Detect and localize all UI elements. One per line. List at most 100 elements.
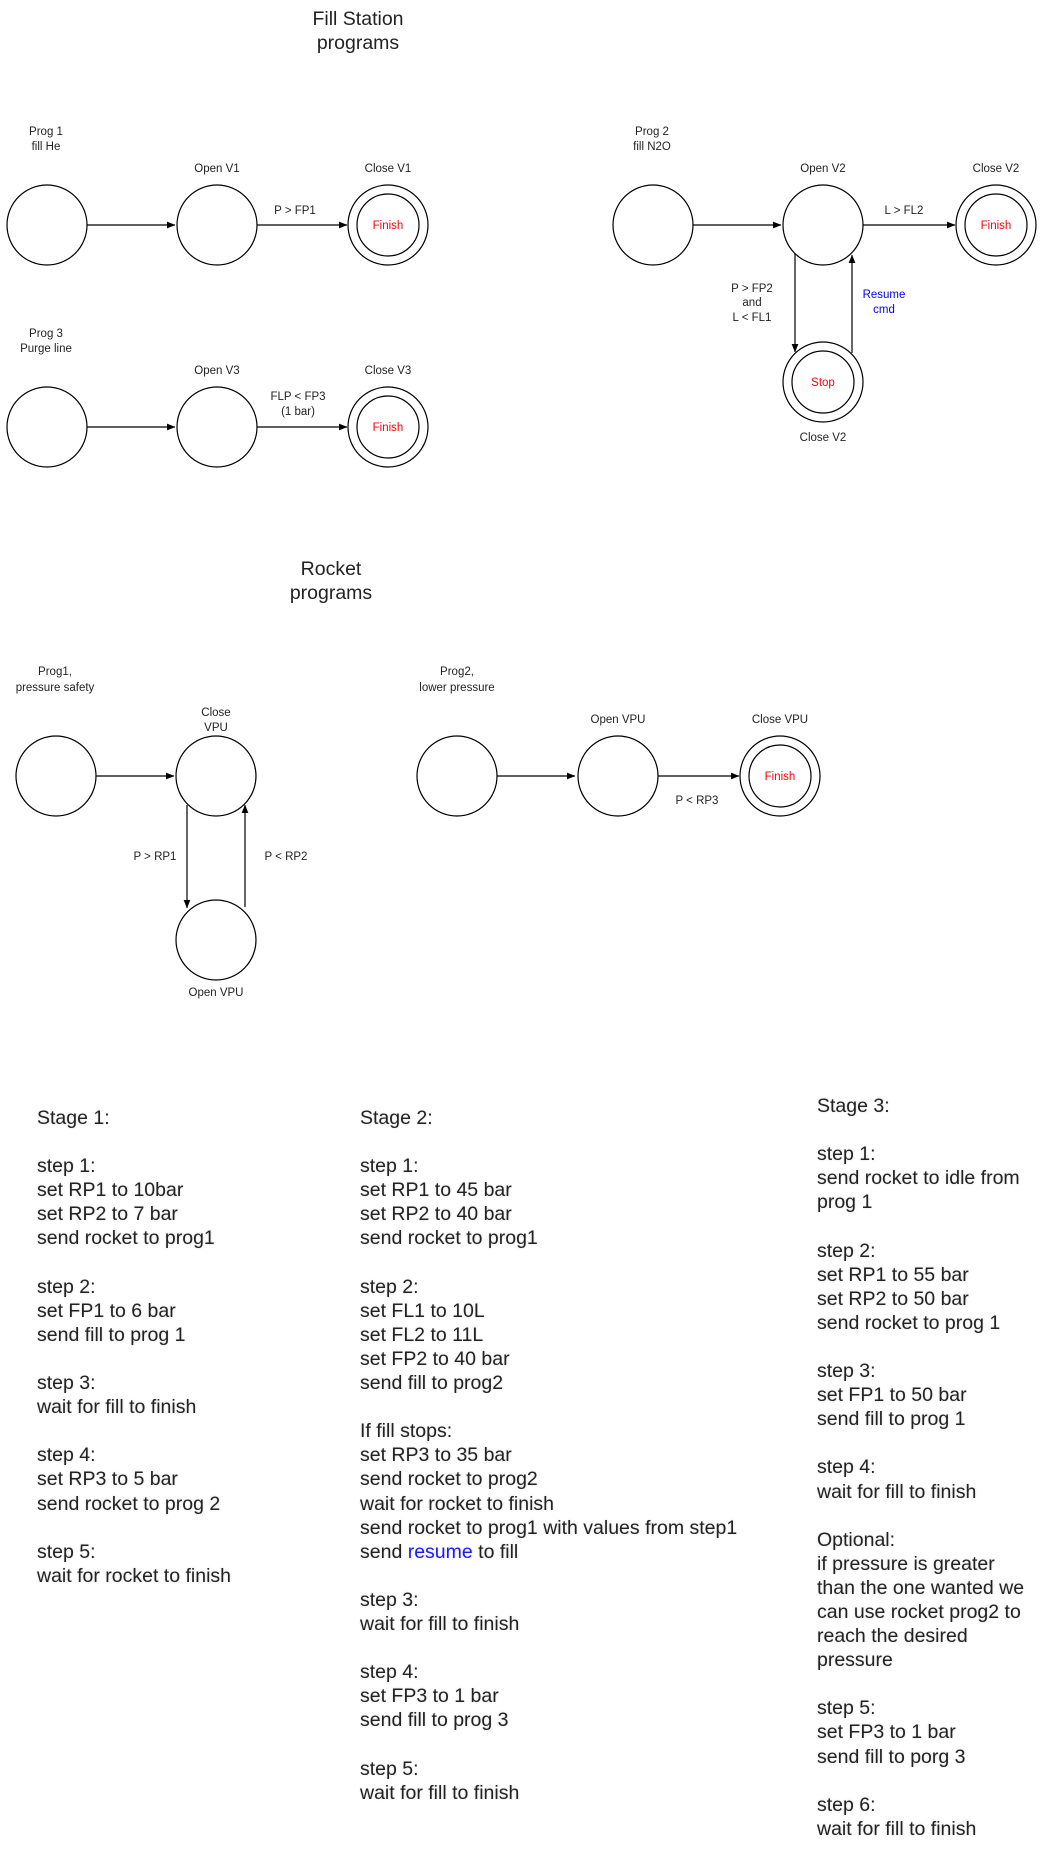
fill-prog1-label-line1: Prog 1 bbox=[29, 126, 63, 138]
stage-line: step 2: bbox=[360, 1275, 419, 1298]
stage-line: send rocket to prog 1 bbox=[817, 1311, 1001, 1334]
fill-prog2-start-state bbox=[612, 184, 694, 266]
svg-text:programs: programs bbox=[290, 582, 373, 604]
rocket-prog1-label-line2: pressure safety bbox=[16, 682, 95, 694]
resume-keyword: resume bbox=[407, 1540, 473, 1563]
stage-line: set RP1 to 55 bar bbox=[817, 1263, 969, 1286]
fill-prog2-label-line1: Prog 2 bbox=[635, 126, 669, 138]
fill-prog1-open-state bbox=[176, 184, 258, 266]
rocket-prog2-open-label: Open VPU bbox=[591, 714, 646, 726]
fill-prog2-resume-cmd-line1: Resume bbox=[863, 289, 906, 301]
rocket-prog2-close-state-inner bbox=[748, 744, 812, 808]
fill-prog2-finish: Finish bbox=[981, 220, 1012, 232]
stage-line: step 2: bbox=[37, 1275, 96, 1298]
stage-line: set RP1 to 10bar bbox=[37, 1179, 184, 1202]
stage-line: wait for fill to finish bbox=[360, 1612, 520, 1635]
stage-line: send rocket to prog1 bbox=[37, 1227, 215, 1250]
stage-blank-line bbox=[817, 1335, 1024, 1359]
stage-line: set RP1 to 45 bar bbox=[360, 1179, 512, 1202]
stage-blank-line bbox=[360, 1130, 737, 1154]
stage-line: set RP2 to 7 bar bbox=[37, 1203, 178, 1226]
svg-text:Fill Station: Fill Station bbox=[312, 8, 403, 30]
fill-prog3-start-state bbox=[6, 386, 88, 468]
rocket-prog2-open-state bbox=[577, 735, 659, 817]
rocket-prog1-label-line1: Prog1, bbox=[38, 666, 72, 678]
rocket-title: Rocket programs bbox=[290, 558, 373, 604]
stage-blank-line bbox=[817, 1672, 1024, 1696]
stage-blank-line bbox=[817, 1504, 1024, 1528]
stage-line: set FP3 to 1 bar bbox=[817, 1721, 956, 1744]
fill-prog2-stop: Stop bbox=[811, 377, 835, 389]
stage-line: wait for rocket to finish bbox=[37, 1564, 231, 1587]
stage-line: step 3: bbox=[37, 1372, 96, 1395]
stage-line: step 1: bbox=[37, 1155, 96, 1178]
fill-prog2: Prog 2 fill N2O Open V2 L > FL2 Close V2… bbox=[612, 126, 1037, 444]
rocket-prog1-cond-up: P < RP2 bbox=[265, 851, 308, 863]
fill-prog1-close-label: Close V1 bbox=[365, 163, 412, 175]
stage-blank-line bbox=[360, 1251, 737, 1275]
rocket-prog2-close-label: Close VPU bbox=[752, 714, 808, 726]
stage-line: send resume to fill bbox=[360, 1540, 519, 1563]
rocket-prog1-start-state bbox=[15, 735, 97, 817]
fill-prog2-stop-condition-line3: L < FL1 bbox=[733, 312, 772, 324]
stage-line: send fill to porg 3 bbox=[817, 1745, 966, 1768]
stage-blank-line bbox=[360, 1395, 737, 1419]
fill-prog2-close-state-inner bbox=[964, 193, 1028, 257]
fill-prog1: Prog 1 fill He Open V1 P > FP1 Close V1 … bbox=[6, 126, 429, 266]
rocket-prog2-start-state bbox=[416, 735, 498, 817]
stage-line: send rocket to prog 2 bbox=[37, 1492, 221, 1515]
stage-line: than the one wanted we bbox=[817, 1576, 1025, 1599]
stage-line: set FP3 to 1 bar bbox=[360, 1685, 499, 1708]
fill-prog3-close-state-inner bbox=[356, 395, 420, 459]
fill-prog2-close-label: Close V2 bbox=[973, 163, 1020, 175]
stage-blank-line bbox=[360, 1636, 737, 1660]
fill-prog3-condition-line2: (1 bar) bbox=[281, 406, 315, 418]
stage-line: wait for fill to finish bbox=[360, 1781, 520, 1804]
fill-prog2-stop-condition-line2: and bbox=[742, 297, 761, 309]
fill-prog1-close-state-inner bbox=[356, 193, 420, 257]
svg-text:Rocket: Rocket bbox=[301, 558, 362, 580]
fill-prog2-stop-state-inner bbox=[791, 350, 855, 414]
stage-line: set RP2 to 50 bar bbox=[817, 1287, 969, 1310]
stage-line: If fill stops: bbox=[360, 1420, 453, 1443]
stage-line: prog 1 bbox=[817, 1191, 873, 1214]
fill-prog3-open-label: Open V3 bbox=[194, 365, 239, 377]
stage-blank-line bbox=[37, 1251, 231, 1275]
stage-line: step 3: bbox=[817, 1360, 876, 1383]
rocket-prog2: Prog2, lower pressure Open VPU P < RP3 C… bbox=[416, 666, 821, 817]
rocket-prog1-close-label-line2: VPU bbox=[204, 722, 228, 734]
fill-prog3-open-state bbox=[176, 386, 258, 468]
rocket-prog2-condition: P < RP3 bbox=[676, 795, 719, 807]
stage-line: can use rocket prog2 to bbox=[817, 1600, 1021, 1623]
stage-line: step 6: bbox=[817, 1793, 876, 1816]
stage-line: send fill to prog 1 bbox=[37, 1323, 186, 1346]
stage-line: step 3: bbox=[360, 1588, 419, 1611]
stage-line: reach the desired bbox=[817, 1625, 968, 1648]
rocket-prog1: Prog1, pressure safety Close VPU P > RP1… bbox=[15, 666, 308, 999]
rocket-prog1-open-label: Open VPU bbox=[189, 987, 244, 999]
rocket-prog1-open-state bbox=[175, 899, 257, 981]
stage-line: step 4: bbox=[817, 1456, 876, 1479]
fill-prog1-open-label: Open V1 bbox=[194, 163, 239, 175]
stage-line: step 1: bbox=[360, 1155, 419, 1178]
stage-line: set FL2 to 11L bbox=[360, 1323, 484, 1346]
stage-blank-line bbox=[817, 1769, 1024, 1793]
rocket-prog1-close-label-line1: Close bbox=[201, 707, 230, 719]
stage-line: set RP2 to 40 bar bbox=[360, 1203, 512, 1226]
fill-prog3: Prog 3 Purge line Open V3 FLP < FP3 (1 b… bbox=[6, 328, 429, 468]
stage-line: send rocket to idle from bbox=[817, 1167, 1020, 1190]
stage-line: step 5: bbox=[37, 1540, 96, 1563]
fill-station-title: Fill Station programs bbox=[312, 8, 403, 54]
stage-line: send fill to prog 1 bbox=[817, 1408, 966, 1431]
stage-line: step 5: bbox=[360, 1757, 419, 1780]
stage-line: send fill to prog2 bbox=[360, 1372, 504, 1395]
stage-line: send rocket to prog1 with values from st… bbox=[360, 1516, 738, 1539]
stage-line: wait for fill to finish bbox=[817, 1480, 977, 1503]
stage-blank-line bbox=[37, 1516, 231, 1540]
stage-line: set FL1 to 10L bbox=[360, 1299, 485, 1322]
stage-blank-line bbox=[37, 1419, 231, 1443]
stage-line: send fill to prog 3 bbox=[360, 1709, 509, 1732]
stage-line: step 2: bbox=[817, 1239, 876, 1262]
